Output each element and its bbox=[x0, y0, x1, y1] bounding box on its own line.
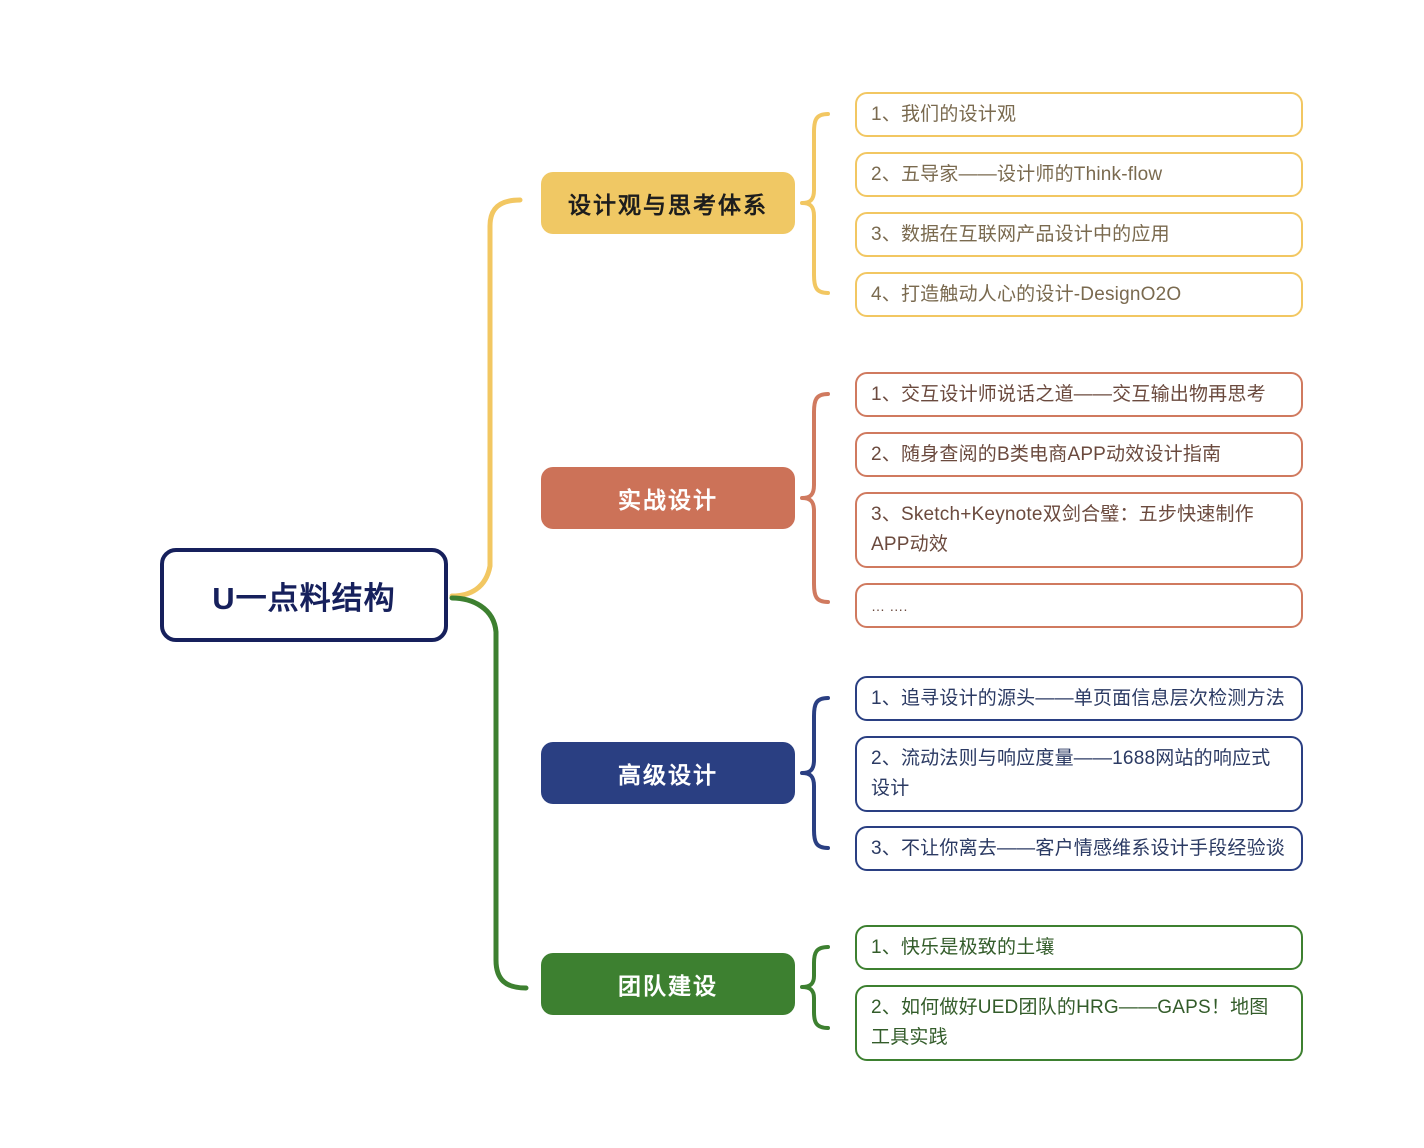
brace-branch-3 bbox=[800, 696, 830, 850]
branch-node-3[interactable]: 高级设计 bbox=[541, 742, 795, 804]
leaf-1-4-label: 4、打造触动人心的设计-DesignO2O bbox=[871, 283, 1182, 305]
root-node[interactable]: U一点料结构 bbox=[160, 548, 448, 642]
leaf-2-2[interactable]: 2、随身查阅的B类电商APP动效设计指南 bbox=[855, 432, 1303, 477]
leaf-4-1[interactable]: 1、快乐是极致的土壤 bbox=[855, 925, 1303, 970]
leaf-1-2-label: 2、五导家——设计师的Think-flow bbox=[871, 163, 1163, 185]
leaf-1-3-label: 3、数据在互联网产品设计中的应用 bbox=[871, 223, 1170, 245]
brace-branch-4 bbox=[800, 945, 830, 1030]
leaf-3-1[interactable]: 1、追寻设计的源头——单页面信息层次检测方法 bbox=[855, 676, 1303, 721]
leaf-4-2-label: 2、如何做好UED团队的HRG——GAPS！地图工具实践 bbox=[871, 997, 1269, 1048]
leaf-4-2[interactable]: 2、如何做好UED团队的HRG——GAPS！地图工具实践 bbox=[855, 985, 1303, 1061]
leaf-2-4[interactable]: … …. bbox=[855, 583, 1303, 628]
leaf-2-1-label: 1、交互设计师说话之道——交互输出物再思考 bbox=[871, 383, 1266, 405]
branch-node-4-label: 团队建设 bbox=[618, 973, 718, 999]
branch-node-1-label: 设计观与思考体系 bbox=[568, 192, 768, 218]
branch-node-2[interactable]: 实战设计 bbox=[541, 467, 795, 529]
connector-root-to-branch-1 bbox=[449, 197, 523, 599]
leaf-3-3[interactable]: 3、不让你离去——客户情感维系设计手段经验谈 bbox=[855, 826, 1303, 871]
leaf-3-3-label: 3、不让你离去——客户情感维系设计手段经验谈 bbox=[871, 837, 1285, 859]
branch-node-4[interactable]: 团队建设 bbox=[541, 953, 795, 1015]
leaf-2-2-label: 2、随身查阅的B类电商APP动效设计指南 bbox=[871, 443, 1222, 465]
branch-node-1[interactable]: 设计观与思考体系 bbox=[541, 172, 795, 234]
connector-root-to-branch-4 bbox=[449, 595, 529, 991]
leaf-1-2[interactable]: 2、五导家——设计师的Think-flow bbox=[855, 152, 1303, 197]
leaf-2-4-label: … …. bbox=[871, 597, 908, 614]
leaf-3-2-label: 2、流动法则与响应度量——1688网站的响应式设计 bbox=[871, 748, 1271, 799]
leaf-3-1-label: 1、追寻设计的源头——单页面信息层次检测方法 bbox=[871, 687, 1285, 709]
leaf-2-3-label: 3、Sketch+Keynote双剑合璧：五步快速制作APP动效 bbox=[871, 504, 1254, 555]
leaf-1-3[interactable]: 3、数据在互联网产品设计中的应用 bbox=[855, 212, 1303, 257]
leaf-1-1-label: 1、我们的设计观 bbox=[871, 103, 1017, 125]
leaf-3-2[interactable]: 2、流动法则与响应度量——1688网站的响应式设计 bbox=[855, 736, 1303, 812]
branch-node-3-label: 高级设计 bbox=[618, 762, 718, 788]
root-node-label: U一点料结构 bbox=[212, 580, 396, 616]
leaf-1-1[interactable]: 1、我们的设计观 bbox=[855, 92, 1303, 137]
brace-branch-2 bbox=[800, 392, 830, 604]
leaf-2-1[interactable]: 1、交互设计师说话之道——交互输出物再思考 bbox=[855, 372, 1303, 417]
brace-branch-1 bbox=[800, 112, 830, 295]
leaf-1-4[interactable]: 4、打造触动人心的设计-DesignO2O bbox=[855, 272, 1303, 317]
leaf-4-1-label: 1、快乐是极致的土壤 bbox=[871, 936, 1055, 958]
leaf-2-3[interactable]: 3、Sketch+Keynote双剑合璧：五步快速制作APP动效 bbox=[855, 492, 1303, 568]
branch-node-2-label: 实战设计 bbox=[618, 487, 718, 513]
